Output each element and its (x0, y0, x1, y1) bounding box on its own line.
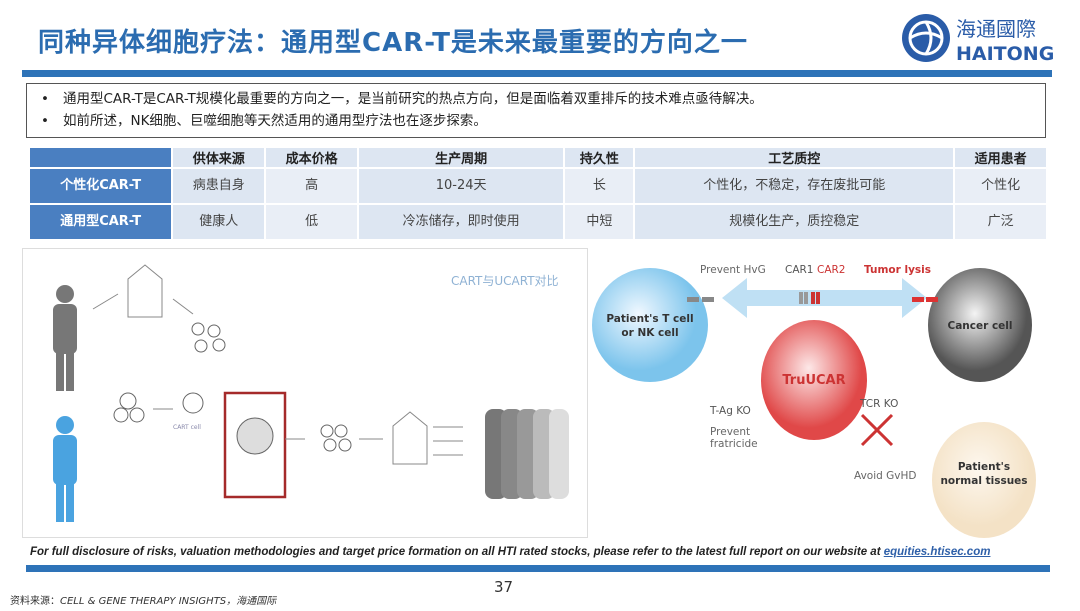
double-arrow (722, 278, 927, 318)
table-cell: 低 (266, 205, 357, 239)
bullet-box: 通用型CAR-T是CAR-T规模化最重要的方向之一，是当前研究的热点方向，但是面… (26, 83, 1046, 138)
normal-tissue-cell (932, 422, 1036, 538)
table-cell: 个性化 (955, 169, 1046, 203)
svg-text:海通國際: 海通國際 (956, 17, 1036, 41)
highlight-box (223, 391, 287, 499)
cancer-cell (928, 268, 1032, 382)
patient-figure-icon (53, 285, 77, 391)
table-header: 持久性 (565, 148, 634, 167)
website-link[interactable]: equities.htisec.com (883, 546, 991, 558)
svg-text:CAR2: CAR2 (817, 264, 846, 276)
svg-text:Patient's T cell: Patient's T cell (606, 313, 693, 325)
trucar-cell (761, 320, 867, 440)
header-divider (22, 70, 1052, 77)
source-label: 资料来源： (10, 596, 60, 607)
svg-text:normal tissues: normal tissues (940, 475, 1027, 487)
table-cell: 通用型CAR-T (30, 205, 172, 239)
cart-vs-ucart-diagram: CART与UCART对比 CART cell (22, 248, 588, 538)
page-number: 37 (494, 578, 514, 596)
table-cell: 个性化，不稳定，存在废批可能 (635, 169, 954, 203)
bullet-item: 通用型CAR-T是CAR-T规模化最重要的方向之一，是当前研究的热点方向，但是面… (41, 88, 1031, 110)
table-header: 生产周期 (358, 148, 564, 167)
table-cell: 高 (266, 169, 357, 203)
table-header: 成本价格 (266, 148, 357, 167)
disclaimer-text: For full disclosure of risks, valuation … (30, 546, 884, 558)
source-note: 资料来源：CELL & GENE THERAPY INSIGHTS，海通国际 (10, 592, 276, 607)
table-header: 适用患者 (955, 148, 1046, 167)
svg-text:Patient's: Patient's (958, 461, 1010, 473)
table-row: 通用型CAR-T 健康人 低 冷冻储存，即时使用 中短 规模化生产，质控稳定 广… (30, 205, 1046, 239)
svg-text:TruUCAR: TruUCAR (782, 373, 845, 388)
svg-text:Avoid GvHD: Avoid GvHD (854, 470, 916, 482)
source-refs: CELL & GENE THERAPY INSIGHTS，海通国际 (60, 596, 277, 607)
table-row: 个性化CAR-T 病患自身 高 10-24天 长 个性化，不稳定，存在废批可能 … (30, 169, 1046, 203)
svg-text:or NK cell: or NK cell (621, 327, 678, 339)
table-header-row: 供体来源 成本价格 生产周期 持久性 工艺质控 适用患者 (30, 148, 1046, 167)
haitong-logo: 海通國際 HAITONG (900, 10, 1070, 66)
page-title: 同种异体细胞疗法：通用型CAR-T是未来最重要的方向之一 (38, 28, 748, 58)
cell-icon (113, 322, 352, 452)
table-cell: 健康人 (173, 205, 265, 239)
svg-text:TCR KO: TCR KO (859, 398, 898, 410)
svg-text:fratricide: fratricide (710, 438, 758, 450)
table-cell: 10-24天 (358, 169, 564, 203)
table-cell: 长 (565, 169, 634, 203)
diagram-caption: CART与UCART对比 (451, 274, 559, 288)
svg-text:CART cell: CART cell (173, 424, 201, 431)
svg-text:Prevent: Prevent (710, 426, 750, 438)
haitong-emblem-icon: 海通國際 HAITONG (902, 14, 1054, 65)
arrow-icon (92, 293, 463, 456)
svg-text:T-Ag KO: T-Ag KO (709, 405, 751, 417)
svg-text:Cancer cell: Cancer cell (948, 320, 1013, 332)
svg-text:HAITONG: HAITONG (956, 43, 1054, 65)
storage-bag-icon (127, 264, 428, 465)
table-cell: 中短 (565, 205, 634, 239)
table-cell: 冷冻储存，即时使用 (358, 205, 564, 239)
patients-group-icon (485, 409, 569, 499)
svg-text:Tumor lysis: Tumor lysis (864, 264, 931, 276)
table-cell: 规模化生产，质控稳定 (635, 205, 954, 239)
table-header: 供体来源 (173, 148, 265, 167)
svg-text:Prevent HvG: Prevent HvG (700, 264, 766, 276)
bullet-item: 如前所述，NK细胞、巨噬细胞等天然适用的通用型疗法也在逐步探索。 (41, 110, 1031, 132)
table-cell: 个性化CAR-T (30, 169, 172, 203)
donor-figure-icon (53, 416, 77, 522)
table-header (30, 148, 172, 167)
svg-text:CAR1: CAR1 (785, 264, 814, 276)
table-cell: 病患自身 (173, 169, 265, 203)
footer-divider (26, 565, 1050, 572)
patient-t-cell (592, 268, 708, 382)
comparison-table: 供体来源 成本价格 生产周期 持久性 工艺质控 适用患者 个性化CAR-T 病患… (28, 146, 1048, 241)
table-cell: 广泛 (955, 205, 1046, 239)
table-header: 工艺质控 (635, 148, 954, 167)
trucar-diagram: Prevent HvG CAR1 CAR2 Tumor lysis Patien… (592, 250, 1052, 540)
disclaimer: For full disclosure of risks, valuation … (30, 546, 990, 558)
